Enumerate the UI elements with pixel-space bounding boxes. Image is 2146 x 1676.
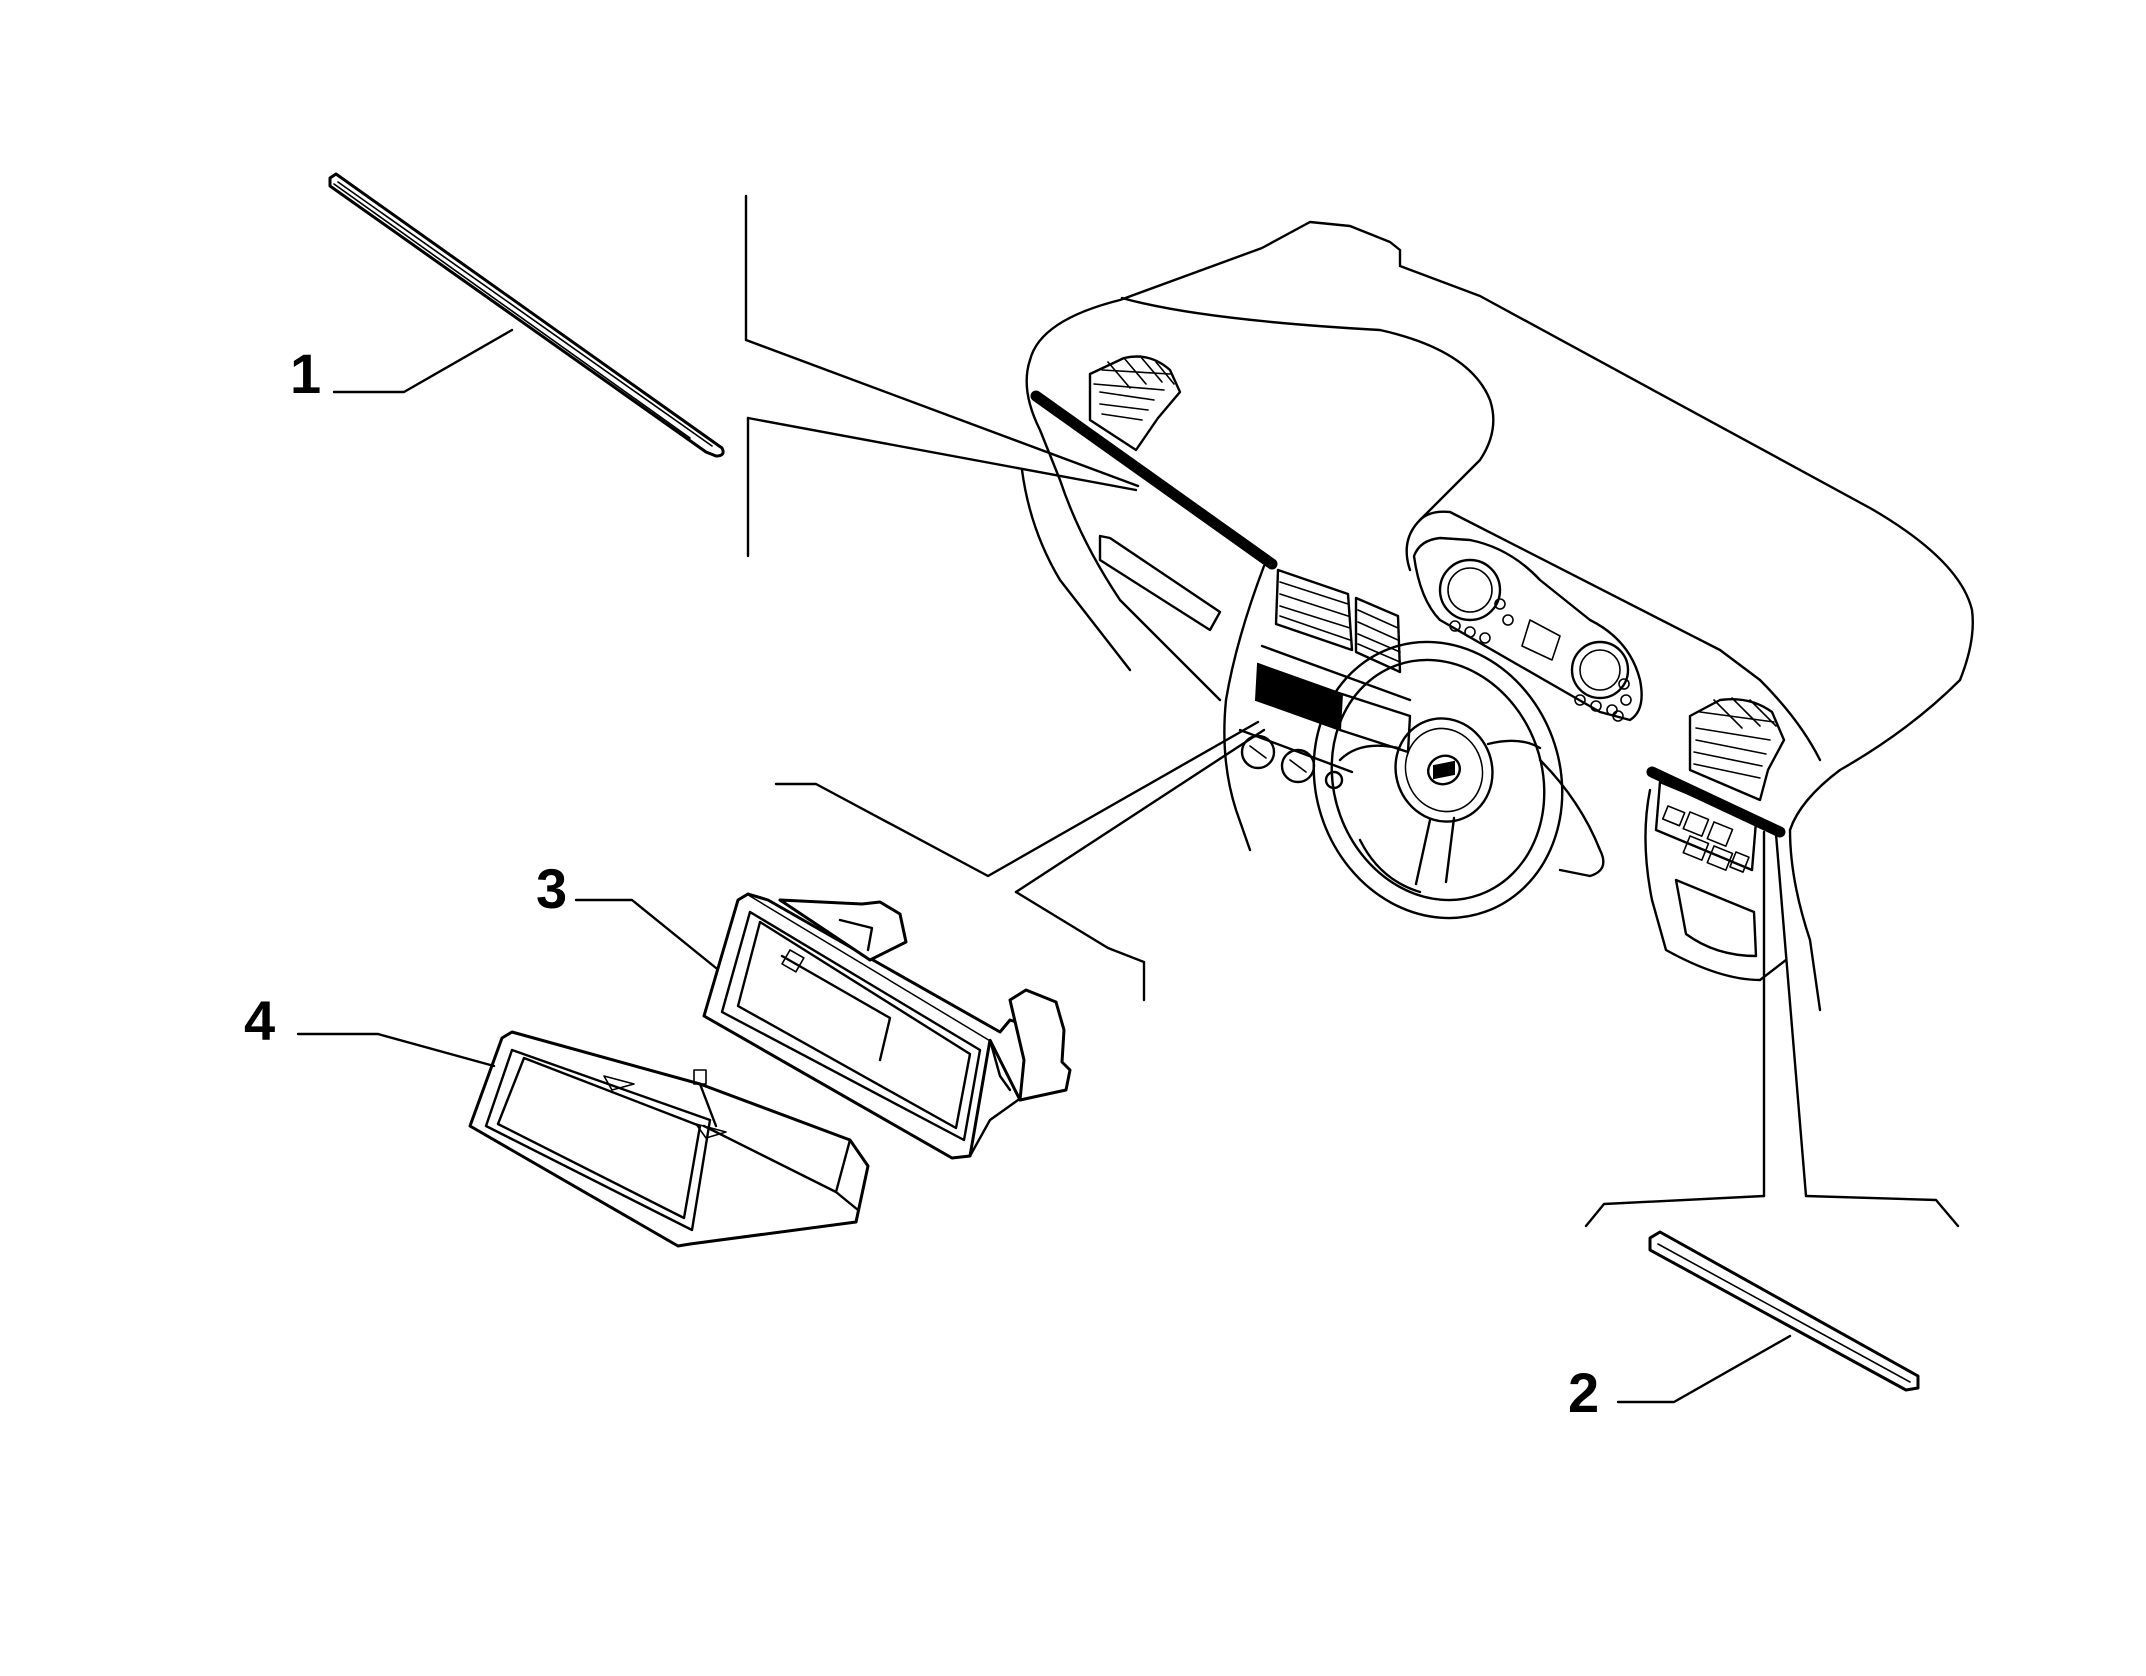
callout-1-label: 1: [290, 342, 321, 405]
callout-3-label: 3: [536, 857, 567, 920]
instrument-cluster: [1412, 536, 1643, 722]
part-2-trim-strip[interactable]: [1648, 1230, 1920, 1392]
radio-slot-location: [1254, 662, 1344, 732]
part-3-radio-frame[interactable]: [702, 892, 1072, 1160]
left-air-vent: [1088, 355, 1182, 452]
callout-2-label: 2: [1568, 1361, 1599, 1424]
part-1-trim-strip[interactable]: [328, 172, 725, 458]
leader-line-2: [1616, 1334, 1792, 1404]
leader-line-4: [296, 1032, 496, 1068]
callout-4[interactable]: 4: [244, 989, 496, 1068]
callout-2[interactable]: 2: [1568, 1334, 1792, 1424]
right-air-vent: [1688, 697, 1786, 802]
switch-panel: [1654, 780, 1758, 873]
detail-bracket-1: [744, 194, 1140, 558]
callout-1[interactable]: 1: [290, 328, 514, 405]
dashboard-illustration: [1020, 220, 1974, 1012]
steering-wheel-icon: [1312, 640, 1605, 920]
leader-line-3: [574, 898, 718, 970]
heater-control-knobs: [1238, 728, 1354, 790]
callout-3[interactable]: 3: [536, 857, 718, 970]
brand-badge-icon: [1427, 754, 1461, 786]
trim-strip-location-1: [1030, 390, 1278, 570]
detail-bracket-2: [1584, 830, 1960, 1228]
part-4-storage-pocket[interactable]: [468, 1030, 870, 1248]
callout-4-label: 4: [244, 989, 275, 1052]
detail-bracket-3: [774, 720, 1266, 1002]
leader-line-1: [332, 328, 514, 394]
trim-strip-location-2: [1646, 766, 1786, 838]
